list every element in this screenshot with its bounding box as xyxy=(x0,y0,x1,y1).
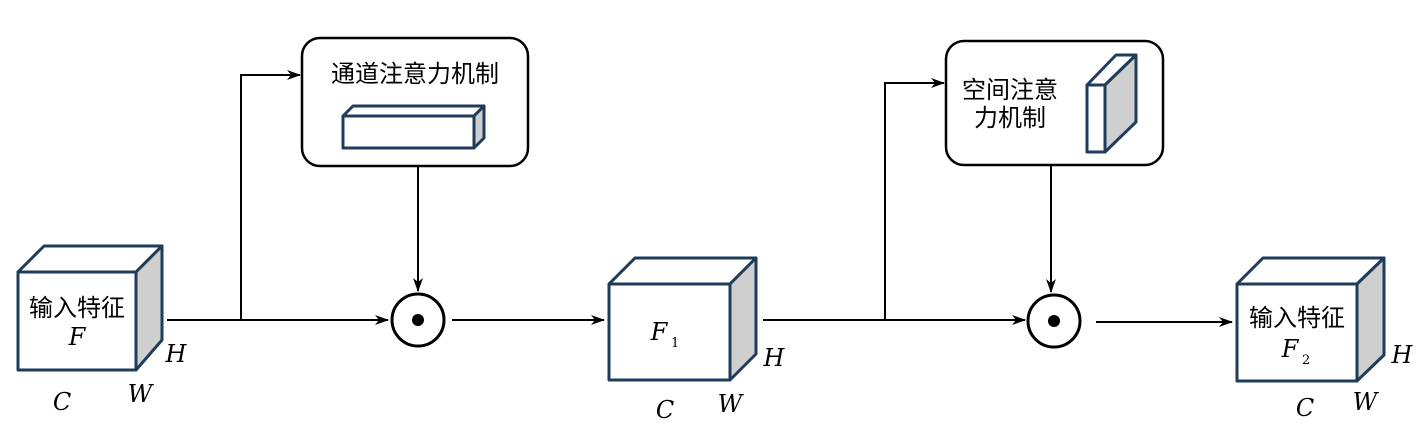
output-feature-label: 输入特征 xyxy=(1249,304,1345,332)
dim-w-label: W xyxy=(128,380,155,408)
dim-c-label: C xyxy=(656,396,674,424)
input-feature-label: 输入特征 xyxy=(29,294,125,322)
multiply-node-1 xyxy=(390,292,446,348)
dim-h-label: H xyxy=(165,340,188,368)
spatial-attention-label-line2: 力机制 xyxy=(974,104,1046,132)
arrow-input-to-channel-attention xyxy=(240,70,301,320)
multiply-node-2 xyxy=(1026,293,1082,349)
f1-subscript: 1 xyxy=(671,336,679,351)
spatial-attention-label-line1: 空间注意 xyxy=(962,76,1058,104)
dim-h-label: H xyxy=(763,344,786,372)
arrow-f1-to-spatial-attention xyxy=(884,78,945,320)
spatial-attention-module: 空间注意 力机制 xyxy=(944,39,1165,167)
channel-vector-icon xyxy=(341,104,486,150)
dim-c-label: C xyxy=(1296,394,1314,422)
refined-feature-cube-f1: F 1 H C W xyxy=(607,256,786,424)
channel-attention-module: 通道注意力机制 xyxy=(300,36,530,168)
dim-c-label: C xyxy=(53,388,71,416)
connectors xyxy=(167,70,1233,327)
output-feature-cube-f2: 输入特征 F 2 H C W xyxy=(1235,256,1414,422)
dim-w-label: W xyxy=(1353,388,1380,416)
f1-symbol: F xyxy=(650,318,669,346)
dim-h-label: H xyxy=(1391,341,1414,369)
channel-attention-label: 通道注意力机制 xyxy=(331,60,499,88)
f2-symbol: F xyxy=(1281,335,1300,363)
dim-w-label: W xyxy=(718,390,745,418)
input-feature-cube: 输入特征 F H C W xyxy=(16,244,188,416)
cube-front-face xyxy=(607,282,732,382)
cube-front-face xyxy=(16,270,138,372)
cube-front-face xyxy=(1235,282,1359,383)
spatial-map-icon xyxy=(1085,53,1138,154)
f2-subscript: 2 xyxy=(1302,353,1310,368)
input-feature-symbol: F xyxy=(68,323,87,351)
